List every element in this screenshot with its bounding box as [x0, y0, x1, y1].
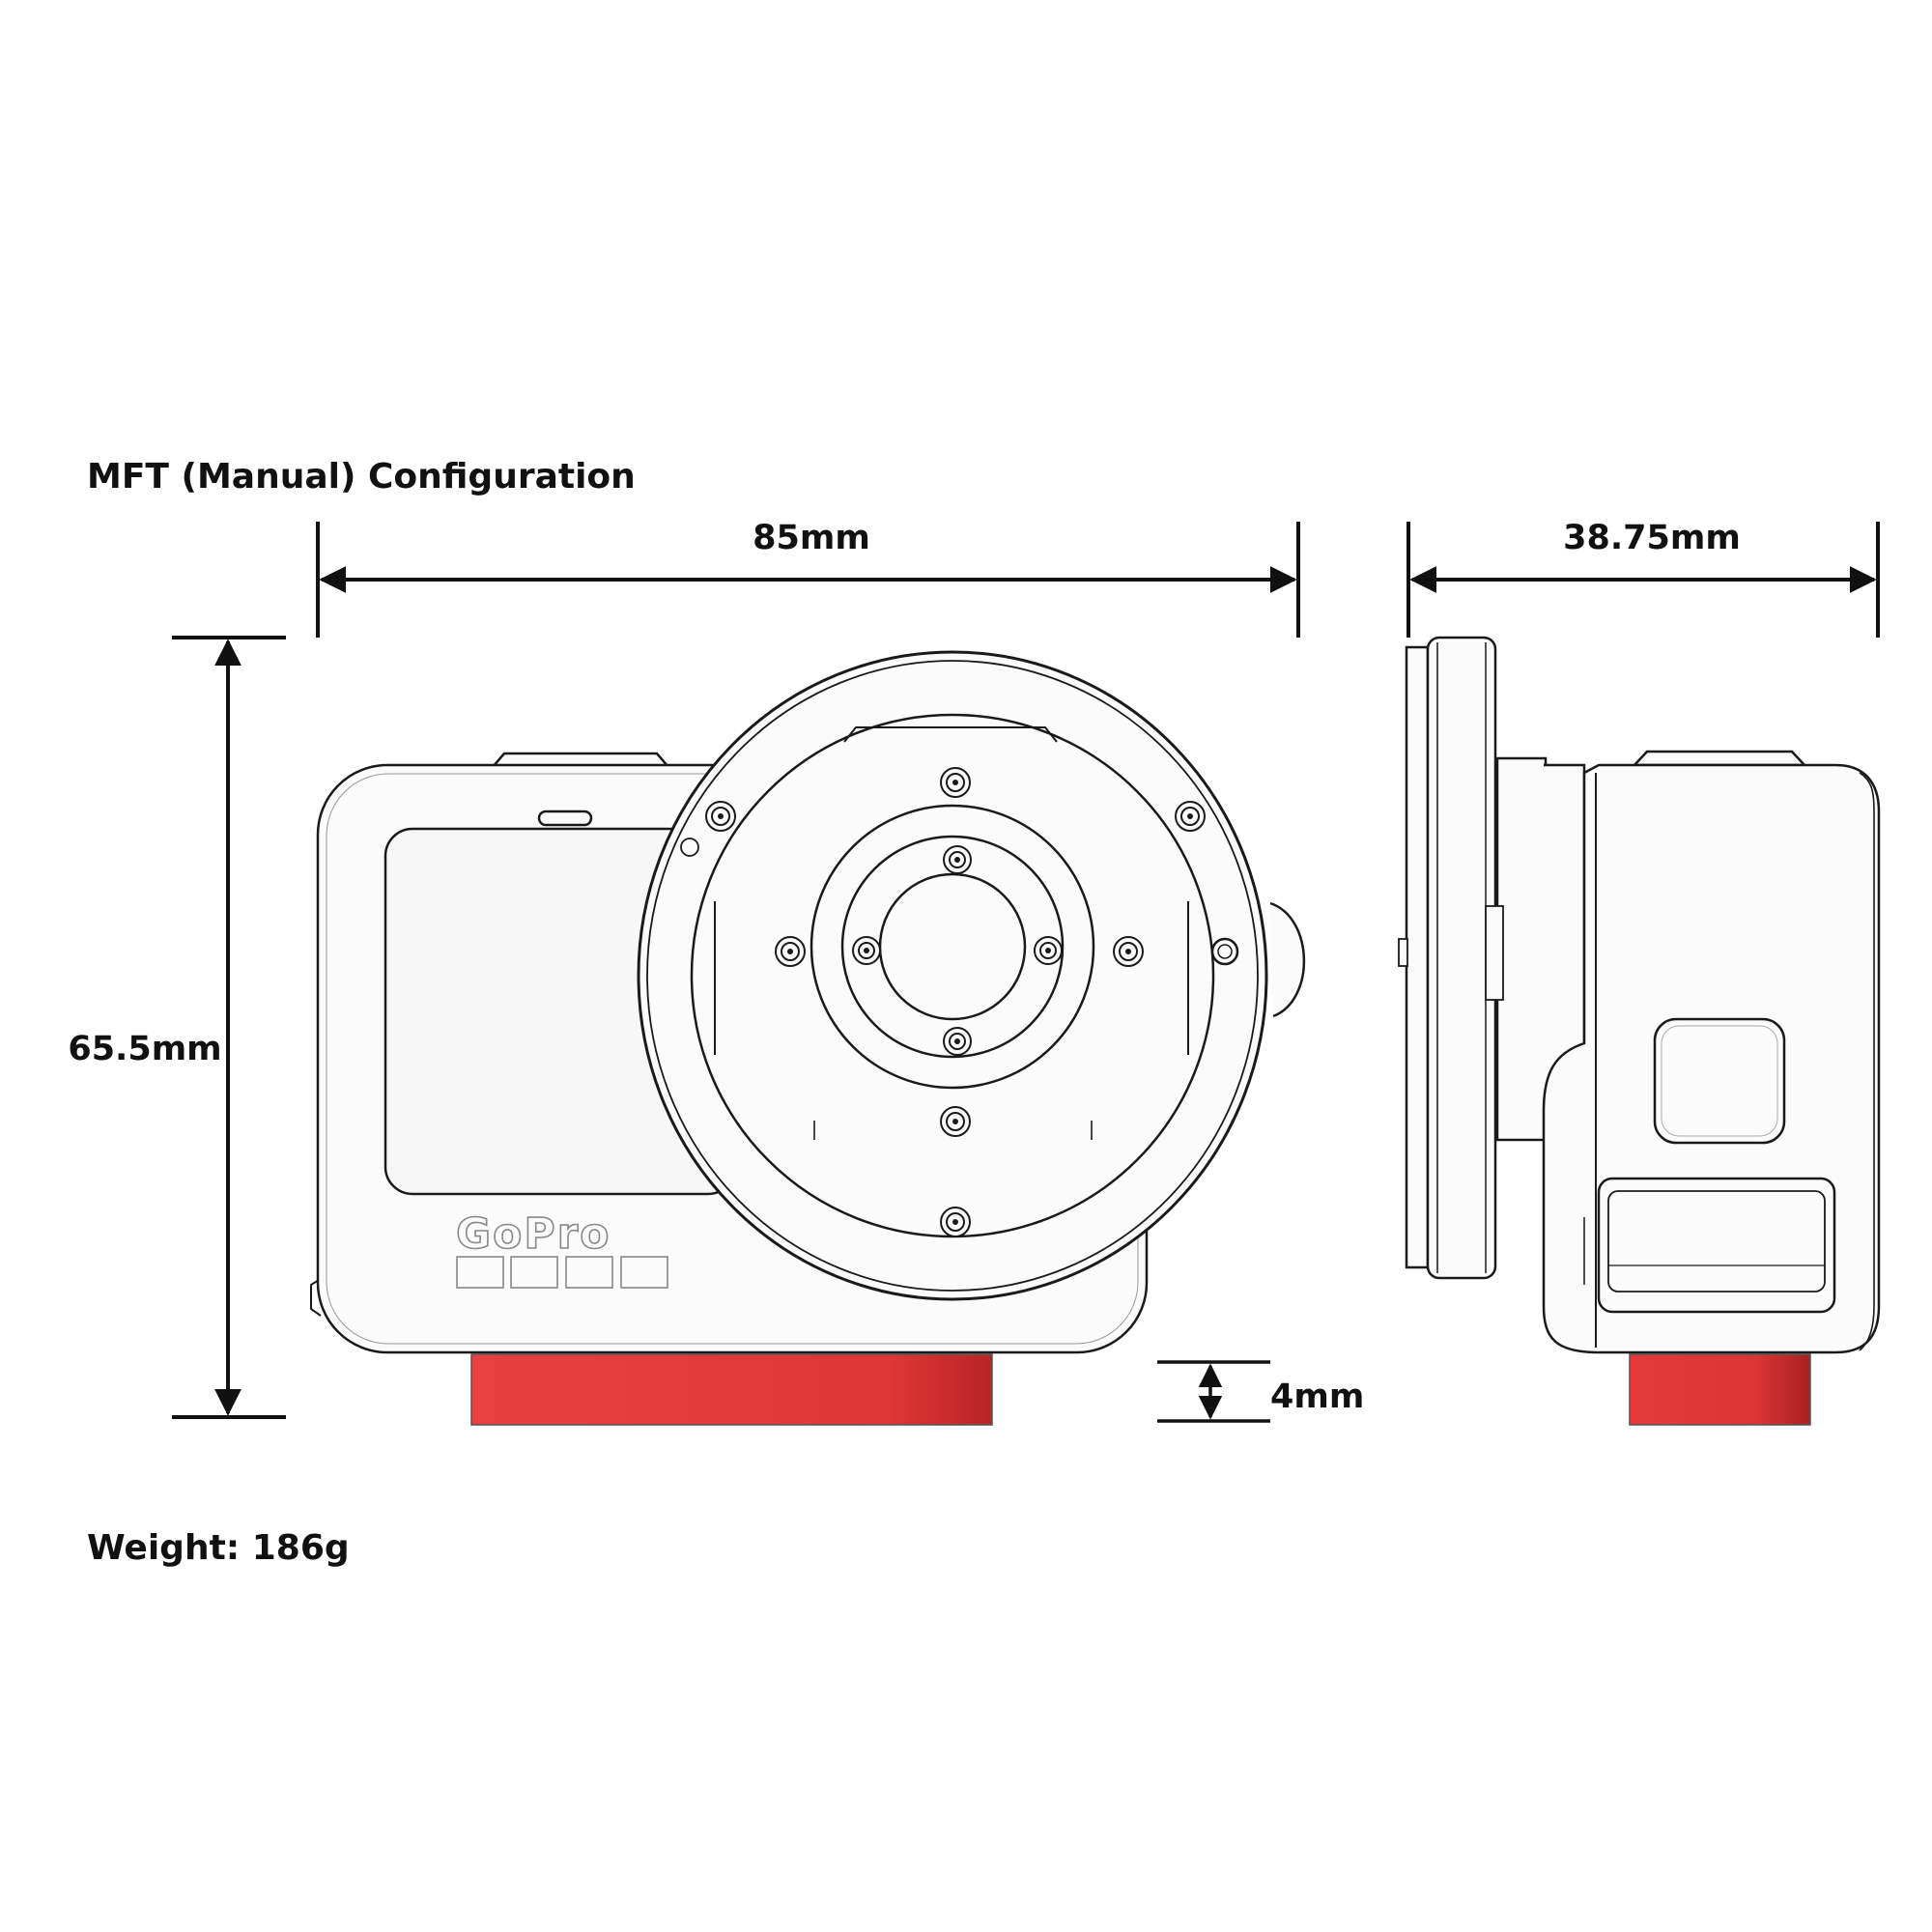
screw-icon [940, 1106, 971, 1137]
logo-squares [456, 1256, 668, 1289]
weight-label: Weight: 186g [87, 1528, 350, 1568]
screw-icon [1113, 936, 1144, 967]
screw-icon [943, 1027, 972, 1056]
shutter-button-icon [1653, 1017, 1786, 1145]
width-dimension-line [316, 522, 1300, 638]
adapter-section [1495, 756, 1548, 1142]
screw-icon [775, 936, 806, 967]
height-dimension-label: 65.5mm [68, 1030, 221, 1068]
screw-icon [1175, 801, 1206, 832]
screw-icon [940, 1207, 971, 1237]
depth-dimension-label: 38.75mm [1563, 519, 1741, 557]
front-base-plate [470, 1353, 993, 1426]
diagram-title: MFT (Manual) Configuration [87, 457, 636, 497]
screw-icon [705, 801, 736, 832]
side-view [1398, 636, 1881, 1426]
mount-screws [705, 767, 1206, 1237]
width-dimension-label: 85mm [753, 519, 870, 557]
depth-dimension-line [1406, 522, 1880, 638]
status-led [537, 810, 593, 827]
lens-flange-side [1405, 645, 1430, 1269]
base-dimension-label: 4mm [1270, 1378, 1364, 1416]
screw-icon [852, 936, 881, 965]
screw-icon [940, 767, 971, 798]
lens-mount [637, 650, 1268, 1301]
screw-icon [1034, 936, 1063, 965]
height-dimension-line [172, 636, 286, 1419]
side-door [1597, 1177, 1836, 1314]
screw-icon [943, 845, 972, 874]
gopro-logo: GoPro [456, 1209, 611, 1259]
side-base-plate [1629, 1353, 1811, 1426]
base-dimension-line [1157, 1360, 1270, 1423]
side-bump [1269, 901, 1306, 1018]
front-view: GoPro [310, 650, 1306, 1426]
